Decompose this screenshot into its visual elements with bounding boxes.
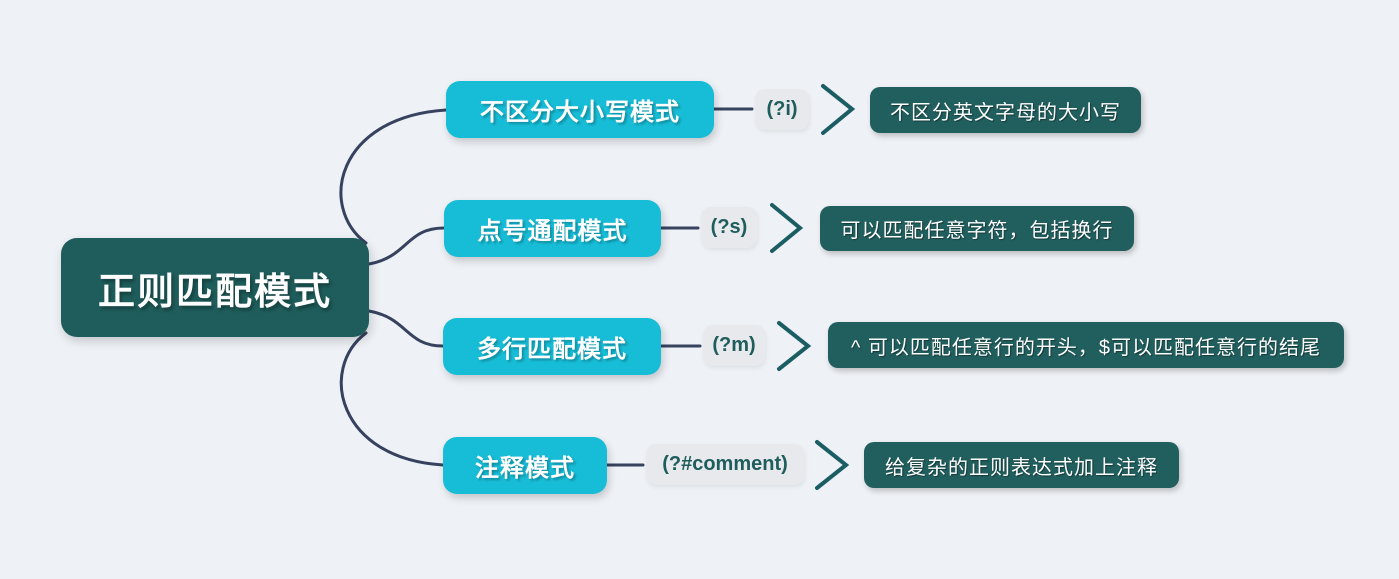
chevron-right-icon <box>777 321 812 371</box>
mode-code: (?i) <box>766 98 798 120</box>
description-label: 给复杂的正则表达式加上注释 <box>885 456 1158 479</box>
mode-code: (?m) <box>712 334 756 356</box>
root-label: 正则匹配模式 <box>98 270 332 312</box>
description-node[interactable]: 不区分英文字母的大小写 <box>870 87 1141 133</box>
mode-code-badge[interactable]: (?#comment) <box>646 444 804 485</box>
description-node[interactable]: ^ 可以匹配任意行的开头，$可以匹配任意行的结尾 <box>828 322 1344 368</box>
branch-node-comment[interactable]: 注释模式 <box>443 437 607 494</box>
chevron-right-icon <box>815 440 850 490</box>
mode-code-badge[interactable]: (?i) <box>755 89 809 130</box>
branch-label: 注释模式 <box>475 455 575 482</box>
root-node[interactable]: 正则匹配模式 <box>61 238 369 337</box>
description-label: 不区分英文字母的大小写 <box>890 101 1121 124</box>
mode-code: (?s) <box>710 216 748 238</box>
branch-node-case-insensitive[interactable]: 不区分大小写模式 <box>446 81 714 138</box>
mode-code-badge[interactable]: (?s) <box>701 207 757 248</box>
branch-node-dotall[interactable]: 点号通配模式 <box>444 200 661 257</box>
branch-label: 不区分大小写模式 <box>480 99 680 126</box>
connector-curve <box>339 108 448 245</box>
branch-label: 点号通配模式 <box>477 218 628 245</box>
connector-curve <box>367 309 445 348</box>
connector-curve <box>339 331 445 467</box>
chevron-right-icon <box>770 203 804 253</box>
chevron-right-icon <box>821 84 856 135</box>
branch-node-multiline[interactable]: 多行匹配模式 <box>443 318 661 375</box>
description-label: 可以匹配任意字符，包括换行 <box>840 220 1114 242</box>
description-label: ^ 可以匹配任意行的开头，$可以匹配任意行的结尾 <box>850 336 1322 359</box>
branch-label: 多行匹配模式 <box>477 336 627 363</box>
mode-code: (?#comment) <box>662 453 788 475</box>
connector-curve <box>367 226 446 266</box>
description-node[interactable]: 可以匹配任意字符，包括换行 <box>820 206 1134 251</box>
description-node[interactable]: 给复杂的正则表达式加上注释 <box>864 442 1179 488</box>
mode-code-badge[interactable]: (?m) <box>703 325 765 366</box>
